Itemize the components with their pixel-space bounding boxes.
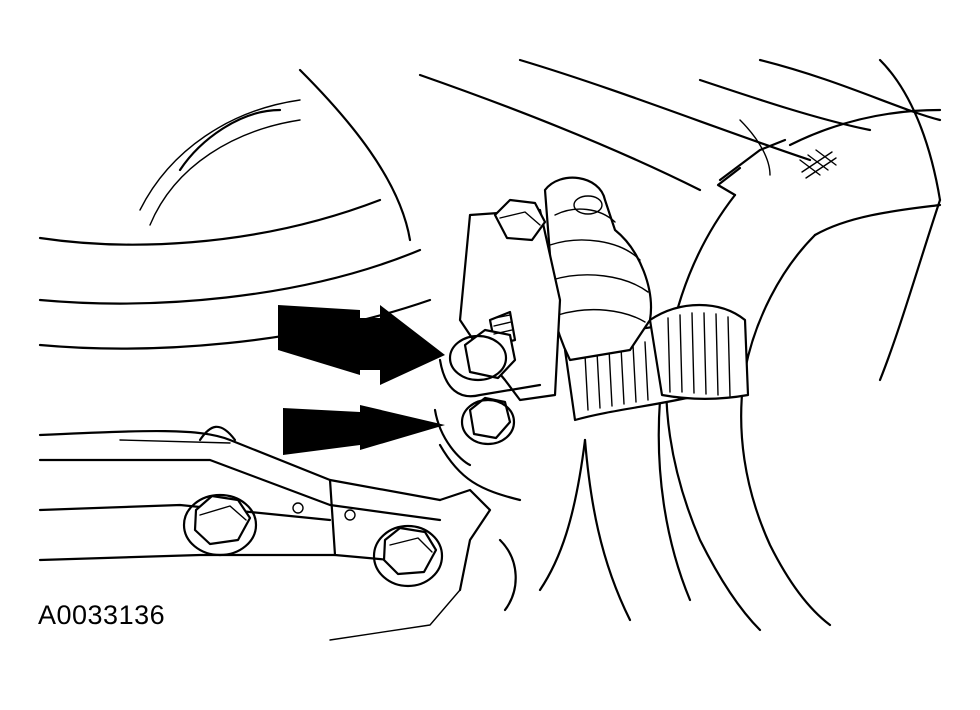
coolant-hose: [665, 108, 942, 632]
arrow-lower-nut: [283, 405, 445, 455]
hose-coupling: [543, 176, 652, 362]
arrow-upper-nut: [278, 305, 445, 385]
upper-stud-nut: [448, 310, 517, 382]
frame-bolt-left: [182, 493, 258, 557]
top-hex-nut: [493, 198, 547, 242]
secondary-hose: [538, 398, 692, 622]
tire-outline: [38, 68, 432, 350]
figure-id-label: A0033136: [38, 600, 166, 630]
frame-crossmember: [38, 425, 517, 641]
lower-hex-nut: [460, 396, 516, 446]
frame-bolt-right: [372, 524, 444, 588]
